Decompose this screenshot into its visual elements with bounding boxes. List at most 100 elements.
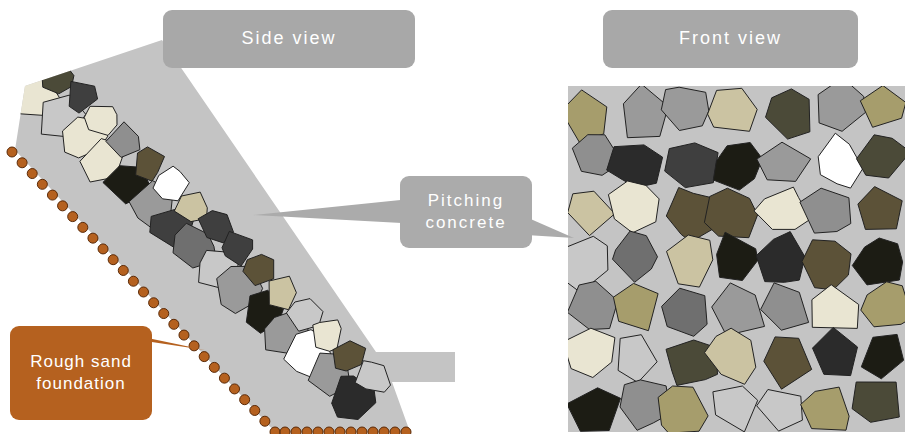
stone [607,145,663,188]
sand-grain [368,427,378,434]
stone [800,188,851,233]
stone [713,386,758,432]
sand-grain [209,362,219,372]
stone [704,188,757,238]
concrete-face [568,86,905,432]
stone [812,285,859,329]
stone [713,143,762,191]
stone [802,240,851,290]
sand-grain [260,416,270,426]
sand-grain [324,427,334,434]
stone [761,283,809,330]
stone [705,328,756,384]
stone [568,388,621,432]
side-stones [17,61,391,420]
stone [766,89,810,139]
sand-grain [88,233,98,243]
stone [84,106,117,135]
sand-grain [280,427,290,434]
stone [708,88,758,131]
sand-grain [139,287,149,297]
sand-grain [357,427,367,434]
sand-grain [401,427,411,434]
sand-layer [7,147,411,434]
front-stones [568,86,905,432]
stone [717,232,758,280]
stone [857,135,906,178]
stone [852,382,899,422]
stone [757,142,811,181]
stone [818,133,863,188]
sand-grain [270,427,280,434]
sand-grain [27,169,37,179]
sand-grain [390,427,400,434]
sand-grain [346,427,356,434]
sand-grain [219,373,229,383]
sand-grain [302,427,312,434]
stone [667,235,713,287]
sand-grain [179,330,189,340]
stone [764,337,812,389]
node-label: Front view [679,27,782,50]
stone [662,288,708,336]
sand-grain [250,405,260,415]
sand-grain [169,319,179,329]
callout-tail [253,198,420,224]
sand-grain [291,427,301,434]
sand-grain [240,395,250,405]
stone [313,320,341,351]
sand-grain [313,427,323,434]
node-label: Rough sand foundation [18,351,144,395]
sand-grain [199,352,209,362]
view-title-box: Side view [163,10,415,68]
sand-grain [47,190,57,200]
stone [568,281,618,329]
sand-grain [335,427,345,434]
sand-grain [7,147,17,157]
sand-grain [68,212,78,222]
sand-grain [149,298,159,308]
sand-grain [189,341,199,351]
stone [818,86,865,131]
stone [623,86,668,138]
stone [106,122,140,158]
stone [613,231,658,282]
stone [661,87,709,130]
node-label: Pitching concrete [408,190,524,234]
stone [355,361,390,393]
stone [757,390,803,432]
stone [801,387,850,430]
stone [568,191,615,235]
sand-grain [98,244,108,254]
stone [608,181,659,233]
stone [852,238,902,285]
stone [42,61,74,94]
stone [861,334,903,378]
sand-grain [58,201,68,211]
node-label: Side view [241,27,336,50]
view-title-box: Front view [603,10,858,68]
sand-grain [230,384,240,394]
stone [618,335,657,383]
sand-grain [108,255,118,265]
stone [858,187,902,230]
stone [756,232,805,283]
sand-grain [379,427,389,434]
callout-box: Rough sand foundation [10,326,152,420]
stone [712,283,765,336]
stone [665,143,718,188]
sand-grain [17,158,27,168]
callout-box: Pitching concrete [400,176,532,248]
sand-grain [78,222,88,232]
sand-grain [159,309,169,319]
stone [613,283,658,330]
stone [861,282,905,327]
stone [813,327,858,375]
stone [658,386,708,432]
sand-grain [37,179,47,189]
stone [568,328,615,377]
stone [860,86,905,127]
sand-grain [128,276,138,286]
